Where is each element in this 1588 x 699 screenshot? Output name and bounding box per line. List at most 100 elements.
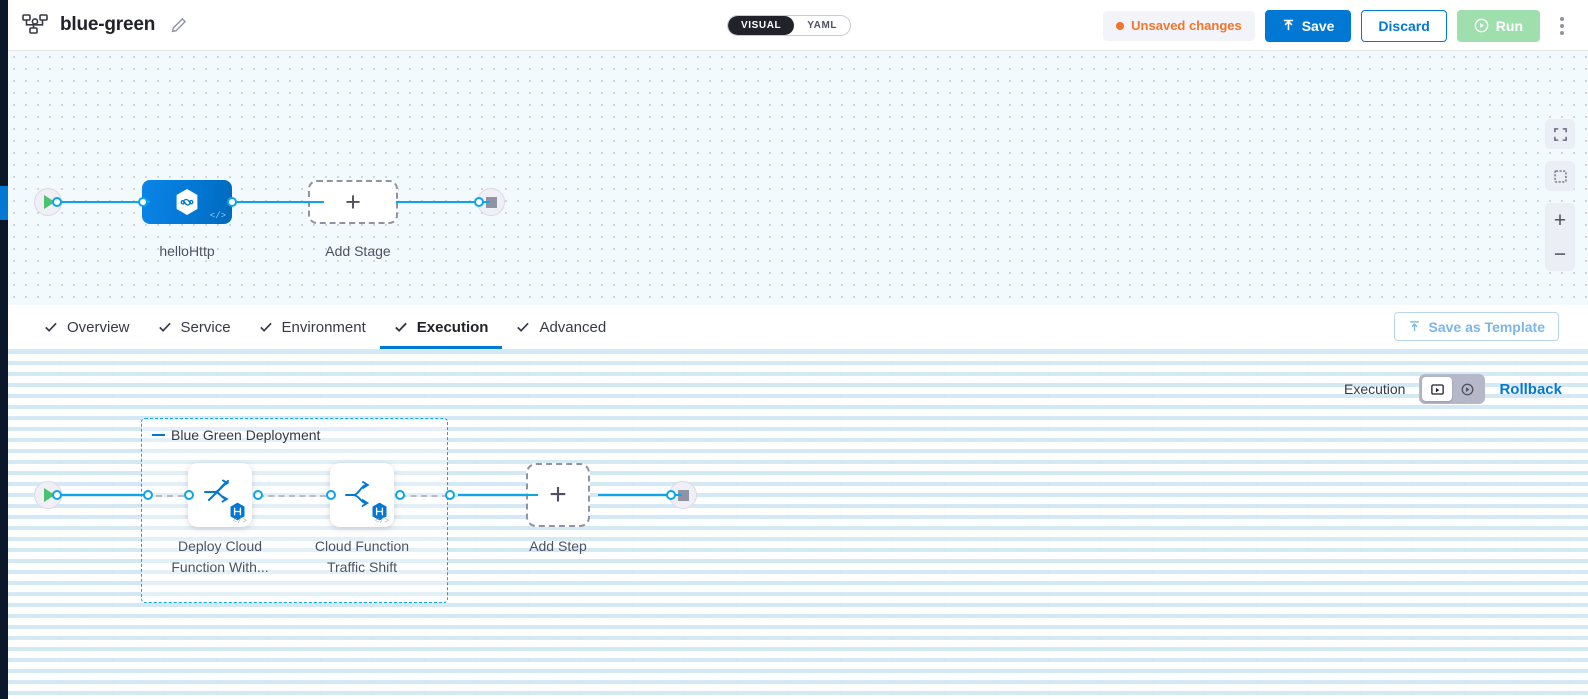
execution-rollback-switcher: Execution Rollback [1344,374,1562,404]
step-code-badge: </> [374,517,389,526]
template-upload-icon [1409,321,1419,332]
tab-service-label: Service [180,318,231,336]
edge-stage-to-add [232,201,324,203]
edge-step2-to-group-out [400,495,448,497]
pencil-icon[interactable] [171,17,187,33]
mode-option-visual[interactable]: VISUAL [728,16,795,35]
step-node-deploy-cloud-function[interactable]: </> [188,463,252,527]
run-button-label: Run [1495,17,1523,34]
deploy-cloud-function-icon [204,479,230,503]
fullscreen-button[interactable] [1545,119,1575,149]
stage-code-badge: </> [209,211,226,221]
left-nav-rail [0,0,8,699]
step1-output-port[interactable] [253,490,263,500]
edge-start-to-group [58,494,150,496]
stop-icon [485,196,497,208]
zoom-controls: + − [1545,203,1575,271]
save-as-template-button[interactable]: Save as Template [1393,312,1559,341]
check-icon [259,322,272,332]
stage-node-label: helloHttp [159,243,215,259]
play-icon [44,195,55,209]
start-node-port[interactable] [52,197,62,207]
save-button-label: Save [1301,17,1335,34]
view-mode-toggle[interactable]: VISUAL YAML [727,15,852,36]
canvas-controls: + − [1545,119,1575,271]
save-as-template-label: Save as Template [1428,318,1545,335]
start-node-port[interactable] [52,490,62,500]
stage-node-input-port[interactable] [138,197,148,207]
upload-arrow-icon [1283,19,1293,31]
traffic-shift-icon [345,481,370,507]
check-icon [517,322,530,332]
collapse-dash-icon[interactable] [152,434,165,436]
step1-label: Deploy Cloud Function With... [171,538,269,575]
step-group-input-port[interactable] [143,490,153,500]
step1-input-port[interactable] [184,490,194,500]
more-options-icon[interactable] [1550,10,1574,42]
edge-group-to-addstep [458,494,538,496]
step-group-label: Blue Green Deployment [171,427,321,443]
header-actions: Unsaved changes Save Discard Run [1103,0,1574,51]
add-stage-label: Add Stage [325,243,391,259]
app-header: blue-green VISUAL YAML Unsaved changes [0,0,1588,51]
harness-hex-badge [229,502,246,521]
unsaved-dot-icon [1116,21,1125,30]
discard-button-label: Discard [1378,17,1430,34]
step-canvas[interactable]: Execution Rollback [8,350,1588,699]
execution-view-toggle[interactable] [1419,374,1486,404]
rollback-link[interactable]: Rollback [1499,380,1562,398]
rollback-view-button[interactable] [1452,377,1482,401]
unsaved-changes-label: Unsaved changes [1131,18,1242,33]
tab-overview-label: Overview [67,318,130,336]
zoom-out-button[interactable]: − [1553,242,1567,266]
edge-group-in-to-step1 [156,495,184,497]
unsaved-changes-badge: Unsaved changes [1103,10,1255,41]
step-group-output-port[interactable] [445,490,455,500]
stage-node-hellohttp[interactable]: </> [142,180,232,224]
stop-icon [677,489,689,501]
tab-execution[interactable]: Execution [379,305,503,349]
check-icon [158,322,171,332]
end-node-port[interactable] [474,197,484,207]
tab-overview[interactable]: Overview [30,305,144,349]
edge-add-to-end [396,201,490,203]
tab-service[interactable]: Service [144,305,245,349]
rollback-view-icon [1461,383,1474,395]
step-node-cloud-function-traffic-shift[interactable]: </> [330,463,394,527]
stage-node-output-port[interactable] [227,197,237,207]
play-circle-icon [1474,18,1489,33]
check-icon [45,322,57,332]
tab-list: Overview Service Environment Execution A… [30,305,620,349]
pipeline-icon [22,14,48,36]
zoom-in-button[interactable]: + [1553,208,1567,232]
execution-label: Execution [1343,381,1406,397]
mode-option-yaml[interactable]: YAML [807,20,838,31]
tab-environment[interactable]: Environment [245,305,380,349]
tab-advanced[interactable]: Advanced [502,305,620,349]
stage-canvas[interactable]: </> helloHttp + Add Stage [8,51,1588,305]
step2-input-port[interactable] [326,490,336,500]
stage-config-tabbar: Overview Service Environment Execution A… [8,305,1588,350]
harness-hex-badge [371,502,388,521]
fit-screen-icon [1553,169,1567,183]
edge-start-to-stage [58,201,150,203]
execution-view-button[interactable] [1422,377,1453,401]
step2-output-port[interactable] [395,490,405,500]
edge-step1-to-step2 [258,495,326,497]
save-button[interactable]: Save [1264,9,1352,42]
tab-advanced-label: Advanced [539,318,607,336]
zoom-to-fit-button[interactable] [1545,161,1575,191]
tab-environment-label: Environment [281,318,366,336]
add-step-label: Add Step [529,538,587,554]
page-title: blue-green [60,14,156,35]
run-button[interactable]: Run [1456,9,1540,42]
tab-execution-label: Execution [416,318,489,336]
play-icon [44,488,55,502]
header-left-group: blue-green [22,14,187,36]
step2-label: Cloud Function Traffic Shift [314,538,410,575]
check-icon [394,322,407,333]
end-node-port[interactable] [666,490,676,500]
step-code-badge: </> [232,517,247,526]
discard-button[interactable]: Discard [1361,9,1447,42]
